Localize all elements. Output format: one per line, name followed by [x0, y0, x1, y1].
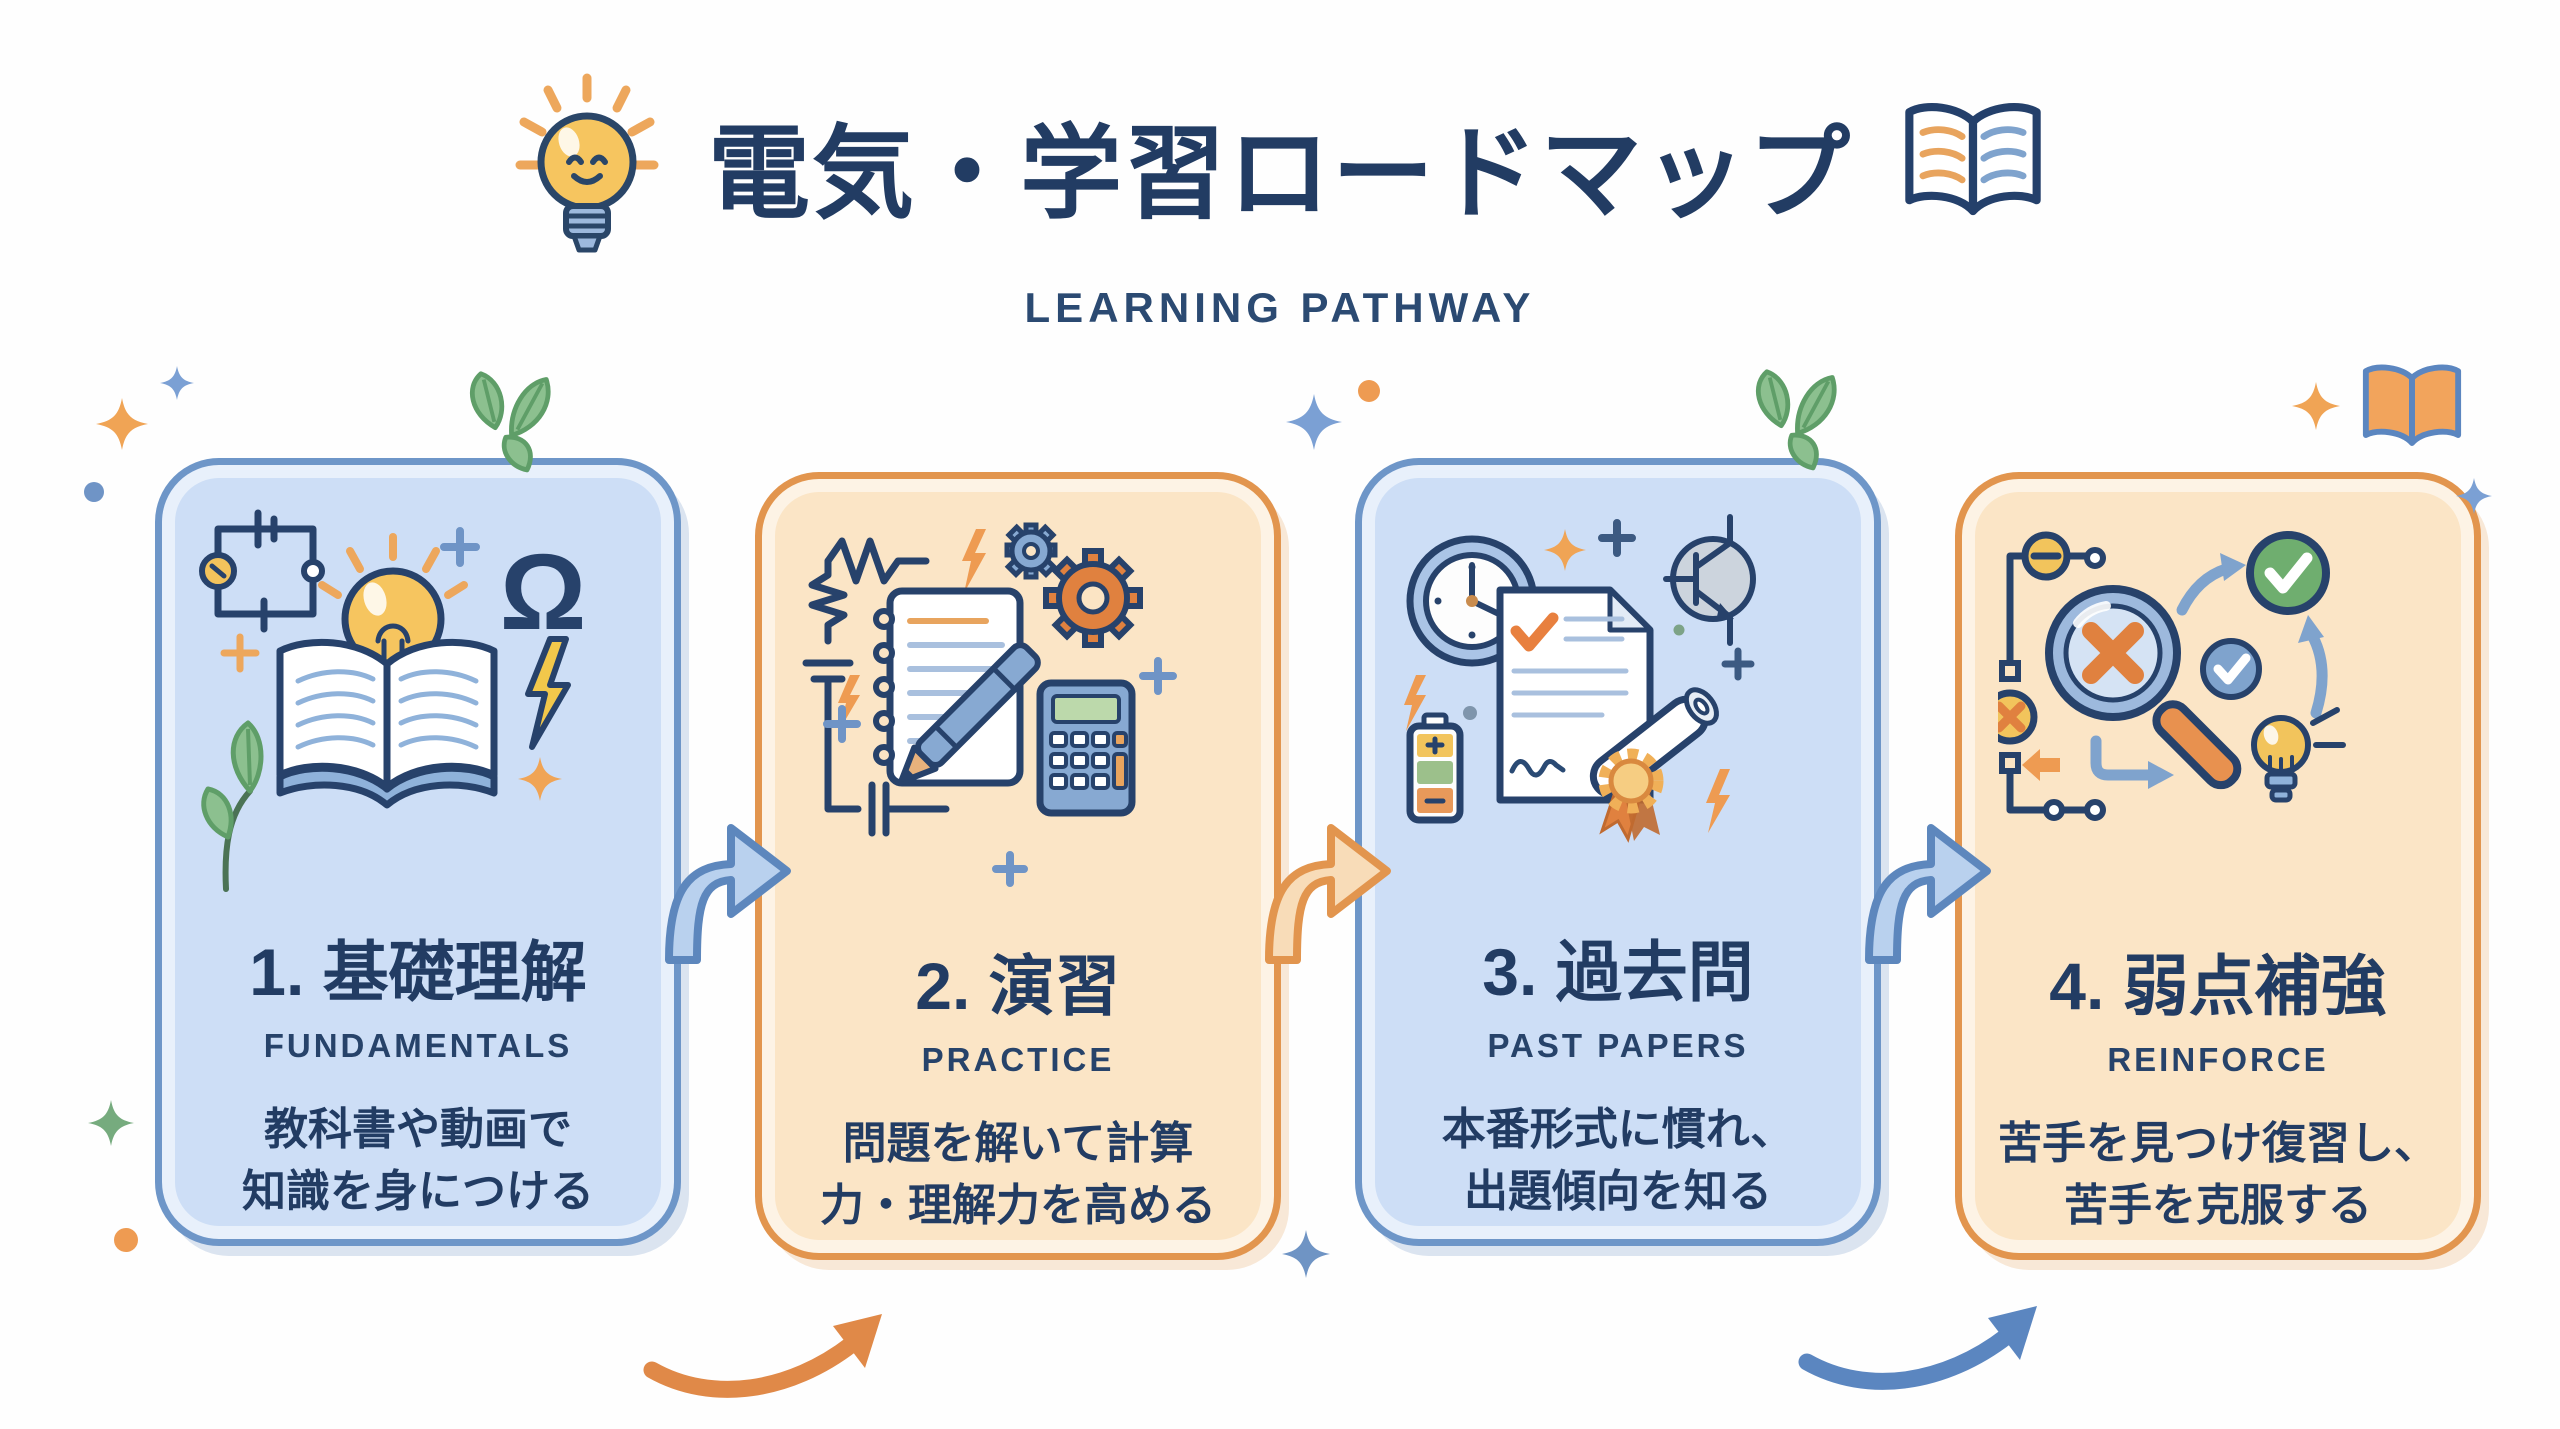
omega-symbol: Ω	[500, 531, 587, 652]
plus-icon	[823, 705, 861, 743]
green-leaves-icon	[1738, 366, 1863, 491]
card-title: 3. 過去問	[1482, 935, 1754, 1009]
card-subtitle: REINFORCE	[2107, 1041, 2329, 1078]
blue-swoosh-arrow	[1795, 1290, 2055, 1405]
card-past-papers: 3. 過去問 PAST PAPERS 本番形式に慣れ、出題傾向を知る	[1355, 458, 1881, 1246]
page-title: 電気・学習ロードマップ	[708, 116, 1852, 231]
card-subtitle: PAST PAPERS	[1487, 1027, 1749, 1064]
plus-icon	[220, 633, 260, 673]
card-description: 教科書や動画で知識を身につける	[242, 1105, 594, 1217]
orange-sparkle-icon	[2292, 382, 2340, 430]
calculator-icon	[1036, 679, 1136, 817]
fundamentals-illustration: Ω	[199, 509, 587, 892]
blue-bent-arrow	[1845, 772, 1995, 967]
magnifier-x-icon	[2045, 585, 2242, 790]
lightning-icon	[1404, 675, 1426, 731]
lightbulb-icon	[2251, 707, 2346, 803]
card-title: 4. 弱点補強	[2049, 949, 2387, 1023]
orange-swoosh-arrow	[640, 1298, 900, 1413]
curved-arrow-up-right	[2176, 553, 2246, 616]
plus-icon	[440, 527, 480, 567]
sparkle-icon	[518, 757, 562, 801]
blue-check-circle-icon	[2200, 638, 2262, 700]
plus-icon	[1721, 647, 1755, 681]
plus-icon	[992, 851, 1028, 887]
practice-illustration	[802, 522, 1177, 887]
bent-arrow-right	[2090, 735, 2174, 789]
dot	[1673, 624, 1685, 636]
card-title: 1. 基礎理解	[249, 935, 587, 1009]
orange-dot	[1358, 380, 1380, 402]
diploma-scroll-icon	[1589, 687, 1719, 843]
card-description: 問題を解いて計算力・理解力を高める	[820, 1119, 1216, 1231]
dot	[1463, 706, 1477, 720]
lightning-icon	[1706, 769, 1730, 833]
past-papers-illustration	[1404, 514, 1756, 843]
circuit-path-icon	[1998, 531, 2106, 821]
plus-icon	[1139, 657, 1177, 695]
blue-sparkle-icon	[2456, 478, 2492, 514]
green-sparkle-icon	[88, 1100, 134, 1146]
card-description: 本番形式に慣れ、出題傾向を知る	[1441, 1105, 1795, 1217]
battery-icon	[1406, 712, 1464, 824]
open-book-icon	[276, 638, 498, 809]
leaf-sprig-icon	[201, 720, 264, 892]
reinforce-illustration	[1998, 531, 2346, 821]
blue-sparkle-icon	[1286, 394, 1342, 450]
header: 電気・学習ロードマップ	[0, 70, 2560, 260]
lightning-icon	[962, 529, 986, 593]
blue-sparkle-icon	[1282, 1230, 1330, 1278]
green-leaves-icon	[452, 368, 577, 493]
left-arrow-icon	[2022, 749, 2060, 781]
pen-icon	[897, 642, 1041, 786]
sparkle-icon	[1544, 529, 1586, 571]
orange-dot	[114, 1228, 138, 1252]
gear-small-icon	[1004, 522, 1058, 580]
lightning-icon	[525, 636, 571, 750]
gear-large-icon	[1043, 548, 1143, 648]
plus-icon	[1598, 519, 1636, 557]
card-reinforce: 4. 弱点補強 REINFORCE 苦手を見つけ復習し、苦手を克服する	[1955, 472, 2481, 1260]
orange-bent-arrow	[1245, 772, 1395, 967]
open-book-deco-icon	[2358, 362, 2466, 457]
card-fundamentals: Ω	[155, 458, 681, 1246]
card-description: 苦手を見つけ復習し、苦手を克服する	[1998, 1119, 2438, 1231]
card-practice: 2. 演習 PRACTICE 問題を解いて計算力・理解力を高める	[755, 472, 1281, 1260]
card-subtitle: PRACTICE	[921, 1041, 1115, 1078]
blue-dot	[84, 482, 104, 502]
transistor-icon	[1663, 514, 1756, 646]
open-book-icon	[1905, 103, 2041, 216]
curved-arrow-up	[2298, 615, 2328, 719]
card-title: 2. 演習	[915, 949, 1121, 1023]
lightbulb-face-icon	[515, 73, 659, 253]
green-check-circle-icon	[2246, 531, 2330, 615]
blue-bent-arrow	[645, 772, 795, 967]
card-subtitle: FUNDAMENTALS	[263, 1027, 573, 1064]
blue-sparkle-icon	[160, 366, 194, 400]
book-text-lines	[295, 669, 479, 750]
orange-sparkle-icon	[96, 398, 148, 450]
page-subtitle: LEARNING PATHWAY	[1024, 284, 1536, 331]
